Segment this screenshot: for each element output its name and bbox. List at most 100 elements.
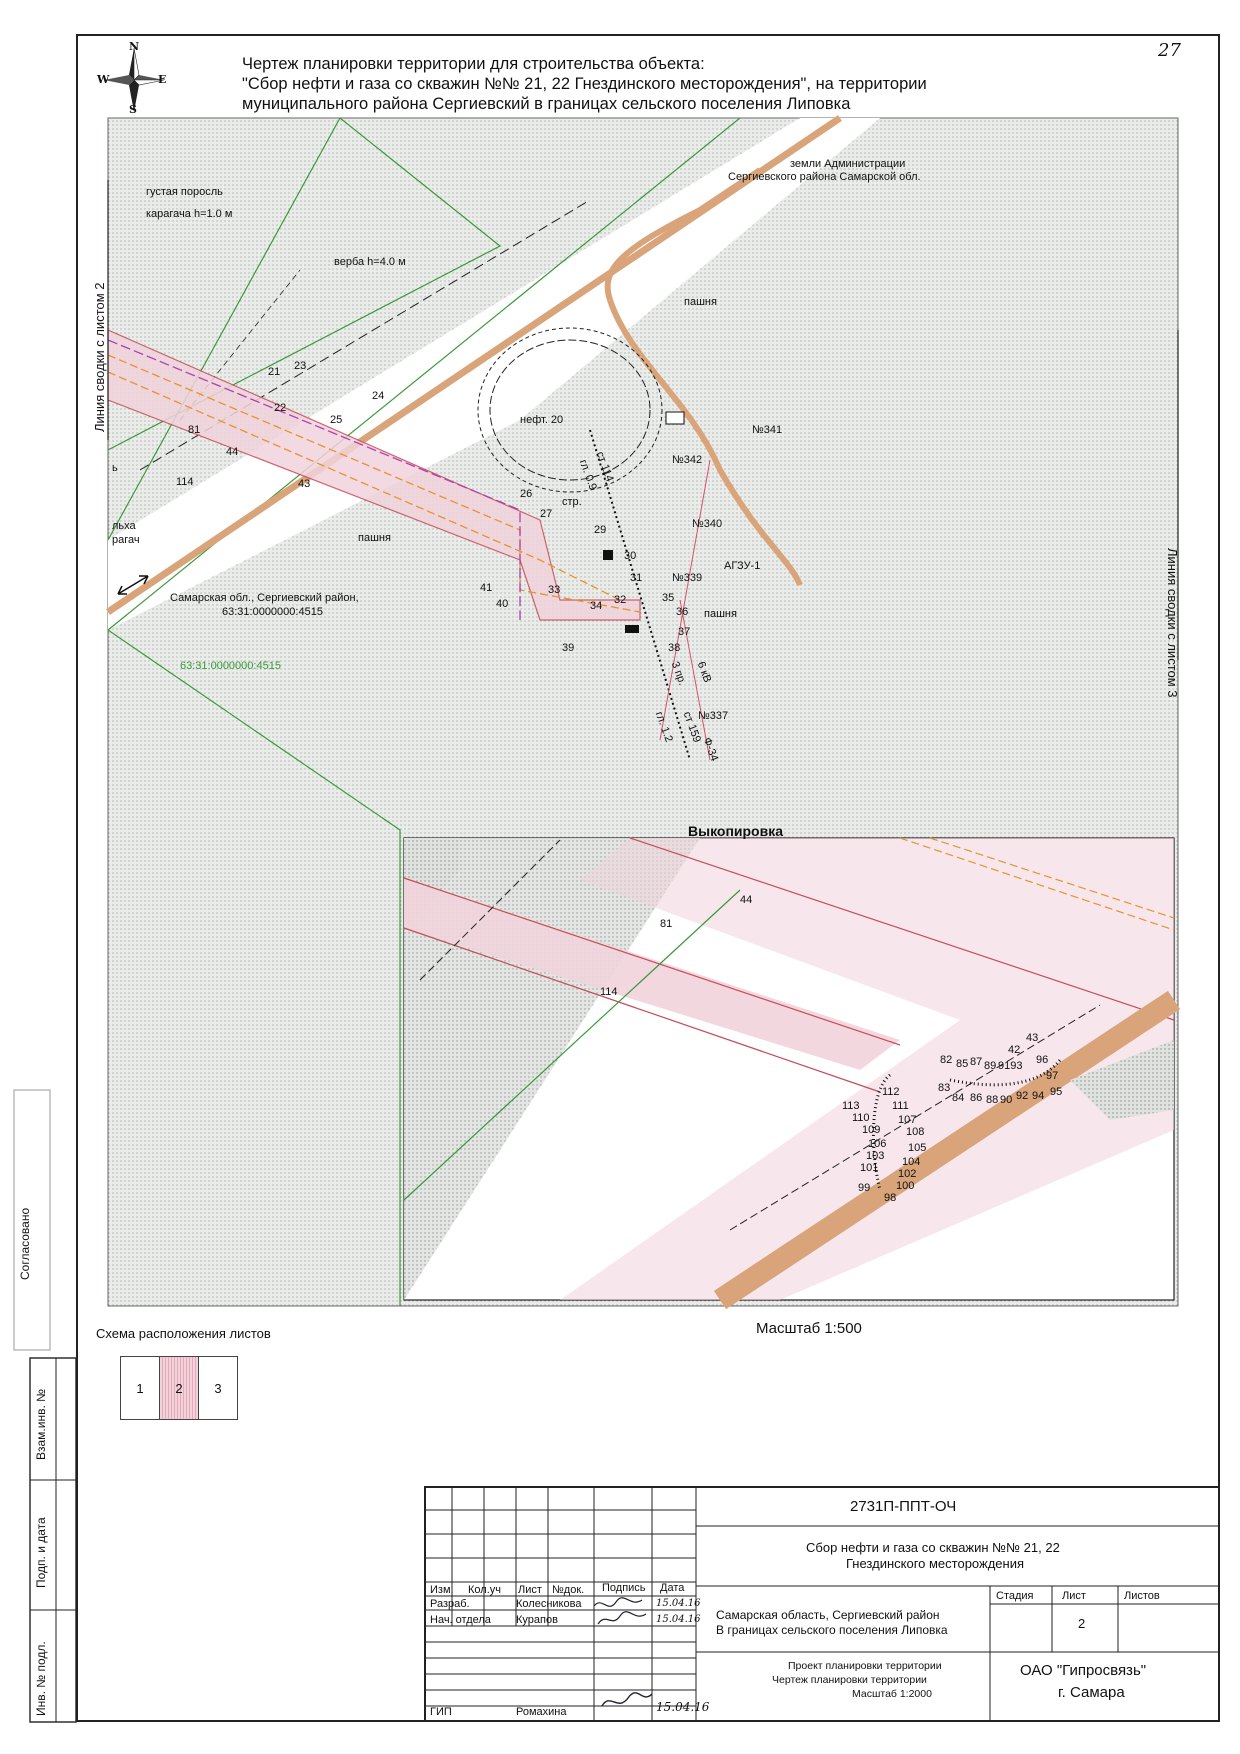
comm-line-dashed [139, 199, 591, 471]
stamp-doc-2: Чертеж планировки территории [772, 1674, 927, 1686]
stamp-location-1: Самарская область, Сергиевский район [716, 1608, 940, 1622]
label-olha-1: льха [112, 520, 136, 532]
inset-p105: 105 [908, 1142, 927, 1154]
left-zam: Взам.инв. № [34, 1388, 48, 1460]
direction-arrow-icon [117, 575, 149, 595]
point-30: 30 [624, 550, 637, 562]
stamp-hdr-list: Лист [518, 1584, 542, 1596]
label-agzu: АГЗУ-1 [724, 560, 761, 572]
inset-p89: 89 [984, 1060, 997, 1072]
inset-p110: 110 [852, 1112, 870, 1124]
point-37: 37 [678, 626, 691, 638]
stamp-row1-role: Разраб. [430, 1598, 470, 1610]
stamp-org-1: ОАО "Гипросвязь" [1020, 1662, 1147, 1679]
inset-title: Выкопировка [688, 823, 784, 839]
stamp-row3-date: 15.04.16 [656, 1700, 710, 1714]
inset-p96: 96 [1036, 1054, 1049, 1066]
road-branch [604, 167, 762, 301]
inset-p90: 90 [1000, 1094, 1013, 1106]
layout-scheme-label: Схема расположения листов [96, 1326, 271, 1341]
signatures [593, 1597, 653, 1707]
stamp-hdr-koluch: Кол.уч [468, 1584, 501, 1596]
inset-p95: 95 [1050, 1086, 1063, 1098]
sheet-number-handwritten: 27 [1158, 40, 1181, 61]
point-29: 29 [594, 524, 607, 536]
stamp-row2-role: Нач. отдела [430, 1614, 491, 1626]
inset-scale: Масштаб 1:500 [756, 1320, 862, 1337]
label-parcel-name-1: Самарская обл., Сергиевский район, [170, 592, 359, 604]
point-24: 24 [372, 390, 385, 402]
drawing-title: Чертеж планировки территории для строите… [242, 54, 1062, 114]
point-44: 44 [226, 446, 239, 458]
title-line-2: "Сбор нефти и газа со скважин №№ 21, 22 … [242, 75, 927, 93]
inset-p42: 42 [1008, 1044, 1021, 1056]
label-well-342: №342 [672, 454, 703, 466]
label-olha-2: рагач [112, 534, 140, 546]
compass-n: N [129, 40, 140, 53]
stamp-hdr-podpis: Подпись [602, 1582, 646, 1594]
point-27: 27 [540, 508, 553, 520]
compass-rose-icon [104, 47, 165, 112]
white-strip [108, 118, 880, 630]
stamp-hdr-izm: Изм. [430, 1584, 454, 1596]
pipeline-corridor [107, 329, 641, 621]
side-lines [107, 180, 1179, 660]
label-well-340: №340 [692, 518, 723, 530]
left-podp: Подп. и дата [34, 1517, 48, 1588]
stamp-row2-date: 15.04.16 [656, 1614, 701, 1625]
parcel-boundary-lower [107, 629, 401, 1306]
stamp-doc-1: Проект планировки территории [788, 1660, 942, 1672]
pipeline-axis-magenta [107, 339, 521, 620]
inset-p43: 43 [1026, 1032, 1039, 1044]
stamp-object-1: Сбор нефти и газа со скважин №№ 21, 22 [806, 1540, 1060, 1555]
layout-sheet-3: 3 [198, 1356, 238, 1420]
point-22: 22 [274, 402, 287, 414]
layout-sheet-2: 2 [159, 1356, 199, 1420]
parcel-boundary-upper [107, 117, 502, 541]
well-pad-contour-outer [477, 327, 663, 493]
label-vegetation-2: карагача h=1.0 м [146, 208, 233, 220]
label-field-left: пашня [358, 532, 391, 544]
compass-w: W [97, 73, 110, 86]
stamp-row1-name: Колесникова [516, 1598, 582, 1610]
label-well-337: №337 [698, 710, 729, 722]
inset-p87: 87 [970, 1056, 983, 1068]
structure-well-21 [603, 550, 613, 560]
left-strip-frame [13, 1089, 77, 1723]
label-parcel-green: 63:31:0000000:4515 [180, 660, 281, 672]
point-34: 34 [590, 600, 603, 612]
power-line-6kv [659, 459, 711, 741]
point-21: 21 [268, 366, 281, 378]
stamp-row3-role: ГИП [430, 1706, 452, 1718]
inset-p88: 88 [986, 1094, 999, 1106]
label-well-339: №339 [672, 572, 703, 584]
inset-p81: 81 [660, 918, 673, 930]
inset-p111: 111 [892, 1100, 909, 1112]
inset-p94: 94 [1032, 1090, 1045, 1102]
label-admin-land-2: Сергиевского района Самарской обл. [728, 171, 921, 183]
label-parcel-name-2: 63:31:0000000:4515 [222, 606, 323, 618]
road-to-agzu [607, 299, 803, 587]
inset-p101: 101 [860, 1162, 879, 1174]
stamp-row3-name: Ромахина [516, 1706, 567, 1718]
point-41: 41 [480, 582, 493, 594]
stamp-listov: Листов [1124, 1590, 1160, 1602]
inset-p104: 104 [902, 1156, 921, 1168]
inset-map [403, 837, 1181, 1310]
point-81: 81 [188, 424, 201, 436]
inset-p85: 85 [956, 1058, 969, 1070]
inset-p9193: 9193 [998, 1060, 1023, 1072]
stamp-hdr-data: Дата [660, 1582, 685, 1594]
stamp-hdr-ndok: №док. [552, 1584, 585, 1596]
layout-sheet-1: 1 [120, 1356, 160, 1420]
point-32: 32 [614, 594, 627, 606]
inset-p86: 86 [970, 1092, 983, 1104]
inset-p44: 44 [740, 894, 753, 906]
inset-p82: 82 [940, 1054, 953, 1066]
label-vegetation-1: густая поросль [146, 186, 223, 198]
stamp-list: Лист [1062, 1590, 1086, 1602]
compass-e: E [158, 73, 167, 86]
point-23: 23 [294, 360, 307, 372]
inset-p106: 106 [868, 1138, 887, 1150]
stamp-row2-name: Курапов [516, 1614, 558, 1626]
